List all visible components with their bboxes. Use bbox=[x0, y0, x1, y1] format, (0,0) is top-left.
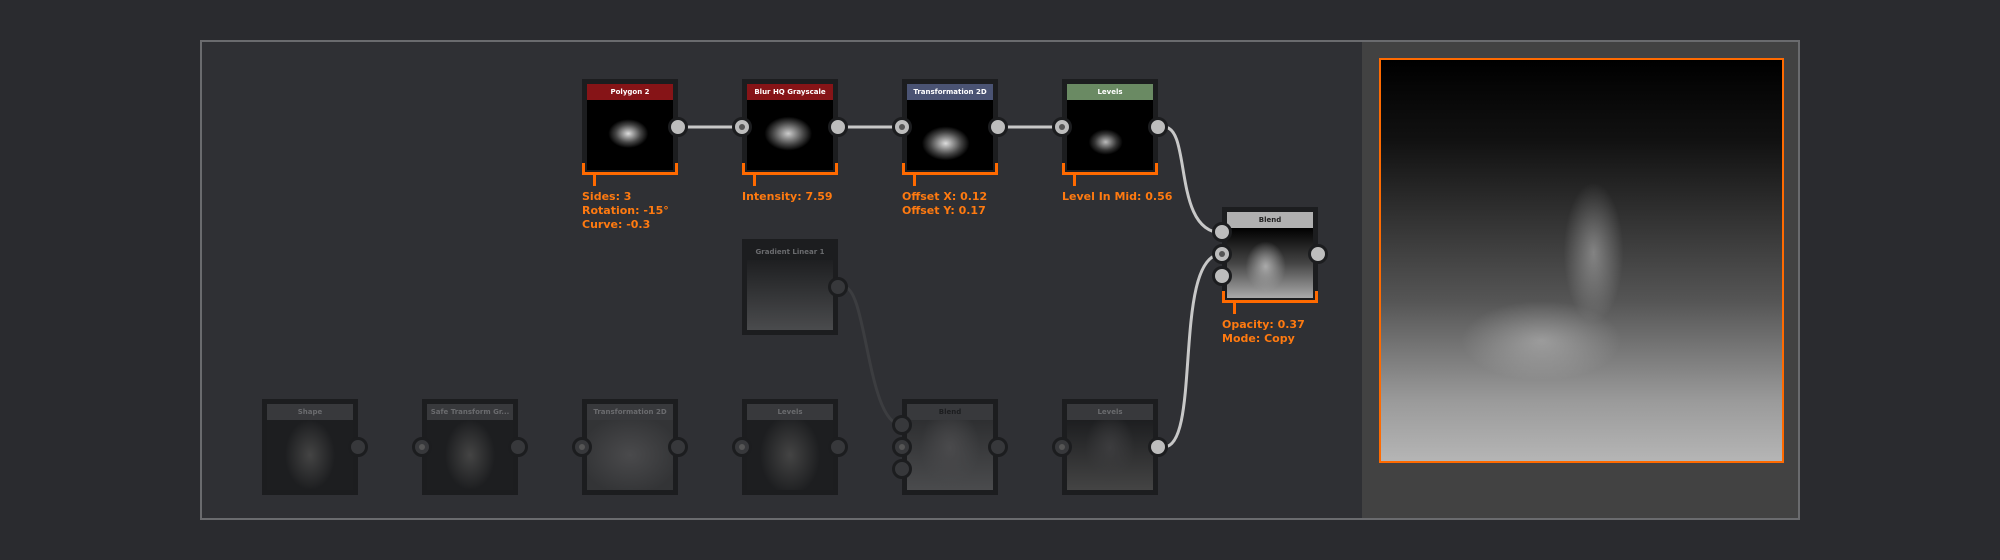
node-title: Levels bbox=[1067, 404, 1153, 420]
params-blur: Intensity: 7.59 bbox=[742, 190, 833, 204]
node-thumbnail bbox=[1067, 420, 1153, 490]
node-blend-dim[interactable]: Blend bbox=[892, 399, 1008, 495]
params-levels: Level In Mid: 0.56 bbox=[1062, 190, 1172, 204]
preview-image bbox=[1379, 58, 1784, 463]
node-safe-transform[interactable]: Safe Transform Gr... bbox=[412, 399, 528, 495]
param-sides: Sides: 3 bbox=[582, 190, 632, 203]
node-thumbnail bbox=[427, 420, 513, 490]
node-blend[interactable]: Blend bbox=[1212, 207, 1328, 303]
wire bbox=[1163, 125, 1223, 235]
node-thumbnail bbox=[747, 100, 833, 170]
params-polygon: Sides: 3 Rotation: -15° Curve: -0.3 bbox=[582, 190, 669, 232]
node-thumbnail bbox=[587, 100, 673, 170]
node-title: Levels bbox=[1067, 84, 1153, 100]
param-opacity: Opacity: 0.37 bbox=[1222, 318, 1305, 331]
node-transformation-2d-dim[interactable]: Transformation 2D bbox=[572, 399, 688, 495]
node-blur[interactable]: Blur HQ Grayscale bbox=[732, 79, 848, 175]
param-bracket bbox=[582, 163, 678, 186]
output-port[interactable] bbox=[348, 437, 368, 457]
input-port-foreground[interactable] bbox=[1212, 222, 1232, 242]
param-bracket bbox=[1062, 163, 1158, 186]
preview-panel bbox=[1362, 42, 1798, 518]
node-title: Transformation 2D bbox=[907, 84, 993, 100]
node-thumbnail bbox=[907, 420, 993, 490]
param-bracket bbox=[1222, 291, 1318, 314]
node-title: Transformation 2D bbox=[587, 404, 673, 420]
node-levels[interactable]: Levels bbox=[1052, 79, 1168, 175]
output-port[interactable] bbox=[1308, 244, 1328, 264]
output-port[interactable] bbox=[668, 117, 688, 137]
node-title: Polygon 2 bbox=[587, 84, 673, 100]
node-title: Shape bbox=[267, 404, 353, 420]
input-port-mask[interactable] bbox=[1212, 266, 1232, 286]
output-port[interactable] bbox=[988, 117, 1008, 137]
param-mode: Mode: Copy bbox=[1222, 332, 1295, 345]
node-gradient-linear[interactable]: Gradient Linear 1 bbox=[742, 239, 848, 335]
node-title: Safe Transform Gr... bbox=[427, 404, 513, 420]
node-title: Blur HQ Grayscale bbox=[747, 84, 833, 100]
node-thumbnail bbox=[907, 100, 993, 170]
params-transformation: Offset X: 0.12 Offset Y: 0.17 bbox=[902, 190, 987, 218]
node-thumbnail bbox=[747, 260, 833, 330]
node-graph[interactable]: Polygon 2 Blur HQ Grayscale Transformati… bbox=[202, 42, 1362, 518]
output-port[interactable] bbox=[828, 277, 848, 297]
output-port[interactable] bbox=[828, 437, 848, 457]
param-bracket bbox=[742, 163, 838, 186]
input-port-foreground[interactable] bbox=[892, 415, 912, 435]
input-port-background[interactable] bbox=[1212, 244, 1232, 264]
wire bbox=[843, 285, 903, 427]
node-polygon[interactable]: Polygon 2 bbox=[582, 79, 688, 175]
node-transformation[interactable]: Transformation 2D bbox=[892, 79, 1008, 175]
input-port[interactable] bbox=[732, 117, 752, 137]
node-thumbnail bbox=[1067, 100, 1153, 170]
output-port[interactable] bbox=[668, 437, 688, 457]
output-port[interactable] bbox=[1148, 437, 1168, 457]
node-shape[interactable]: Shape bbox=[262, 399, 368, 495]
param-intensity: Intensity: 7.59 bbox=[742, 190, 833, 203]
param-level-in-mid: Level In Mid: 0.56 bbox=[1062, 190, 1173, 203]
input-port[interactable] bbox=[1052, 117, 1072, 137]
output-port[interactable] bbox=[828, 117, 848, 137]
node-title: Gradient Linear 1 bbox=[755, 248, 825, 256]
output-port[interactable] bbox=[988, 437, 1008, 457]
input-port[interactable] bbox=[572, 437, 592, 457]
node-thumbnail bbox=[1227, 228, 1313, 298]
params-blend: Opacity: 0.37 Mode: Copy bbox=[1222, 318, 1305, 346]
output-port[interactable] bbox=[508, 437, 528, 457]
param-offset-y: Offset Y: 0.17 bbox=[902, 204, 986, 217]
wire bbox=[1163, 252, 1223, 449]
param-curve: Curve: -0.3 bbox=[582, 218, 651, 231]
node-thumbnail bbox=[747, 420, 833, 490]
node-title: Blend bbox=[907, 404, 993, 420]
param-offset-x: Offset X: 0.12 bbox=[902, 190, 988, 203]
node-levels-dim-2[interactable]: Levels bbox=[1052, 399, 1168, 495]
node-levels-dim[interactable]: Levels bbox=[732, 399, 848, 495]
input-port[interactable] bbox=[412, 437, 432, 457]
param-rotation: Rotation: -15° bbox=[582, 204, 669, 217]
input-port-background[interactable] bbox=[892, 437, 912, 457]
node-title: Levels bbox=[747, 404, 833, 420]
param-bracket bbox=[902, 163, 998, 186]
input-port-mask[interactable] bbox=[892, 459, 912, 479]
input-port[interactable] bbox=[892, 117, 912, 137]
node-title: Blend bbox=[1227, 212, 1313, 228]
editor-window: Polygon 2 Blur HQ Grayscale Transformati… bbox=[200, 40, 1800, 520]
input-port[interactable] bbox=[1052, 437, 1072, 457]
output-port[interactable] bbox=[1148, 117, 1168, 137]
node-thumbnail bbox=[587, 420, 673, 490]
input-port[interactable] bbox=[732, 437, 752, 457]
node-thumbnail bbox=[267, 420, 353, 490]
